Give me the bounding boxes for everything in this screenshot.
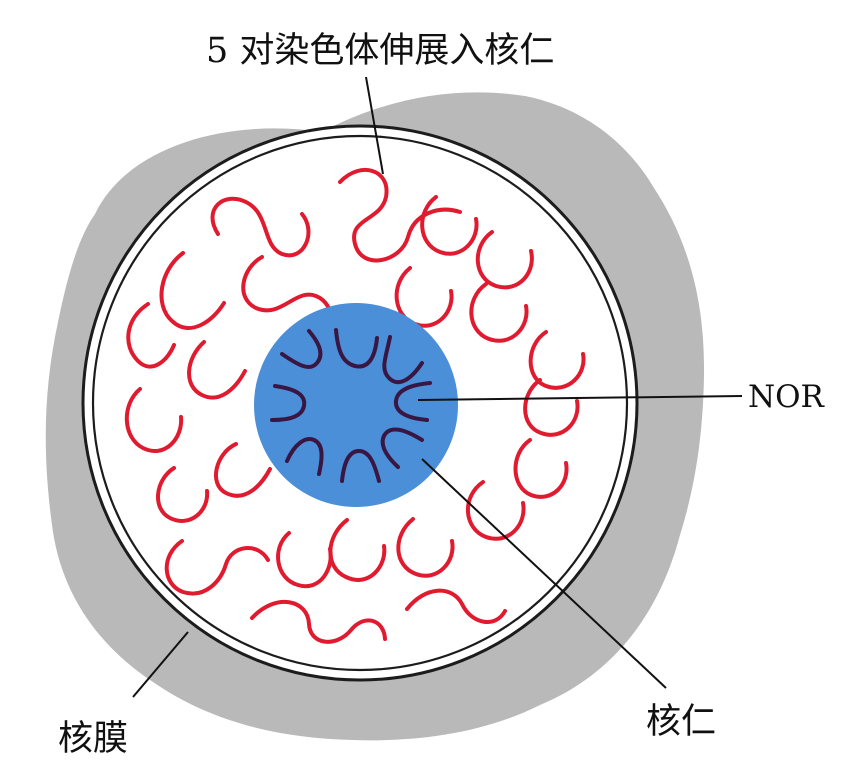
outer-chromatin-group [124,168,586,644]
chromatin-loop-11 [276,531,333,589]
chromatin-loop-14 [396,517,455,578]
chromatin-loop-19 [528,330,586,390]
nuclear-membrane-label: 核膜 [58,719,128,759]
top-leader-line [365,76,384,175]
chromatin-loop-1 [210,196,311,258]
chromatin-loop-12 [250,599,387,644]
nor-loop-4 [380,427,424,469]
chromatin-loop-7 [124,387,184,453]
chromatin-loop-8 [156,466,210,523]
chromatin-loop-6 [187,340,247,400]
chromatin-loop-16 [466,480,526,541]
chromatin-loop-21 [475,230,534,290]
nor-loop-3 [393,381,432,422]
nor-leader-line [417,395,743,401]
chromatin-loop-2 [338,168,462,263]
chromatin-loop-9 [214,442,272,498]
chromatin-loop-17 [513,438,569,499]
chromatin-loop-4 [159,251,226,330]
nor-loop-8 [280,329,323,369]
nor-loop-1 [334,328,379,369]
nor-loop-7 [270,384,307,422]
nor-loops-group [270,328,432,483]
nor-label: NOR [748,379,826,415]
nucleolus [254,303,458,507]
membrane-leader-line [132,631,189,698]
nucleolus-leader-line [421,458,667,689]
nucleolus-label: 核仁 [646,702,716,742]
chromatin-loop-20 [469,282,529,343]
chromatin-loop-18 [523,378,580,437]
nor-loop-5 [340,449,381,483]
chromatin-loop-13 [328,518,387,582]
chromatin-loop-5 [126,302,176,369]
top-label: 5 对染色体伸展入核仁 [206,31,554,71]
nor-loop-6 [285,437,324,476]
chromatin-loop-10 [164,539,270,596]
chromatin-loop-15 [405,588,507,624]
nor-loop-2 [382,335,424,384]
chromatin-loop-23 [420,195,479,256]
